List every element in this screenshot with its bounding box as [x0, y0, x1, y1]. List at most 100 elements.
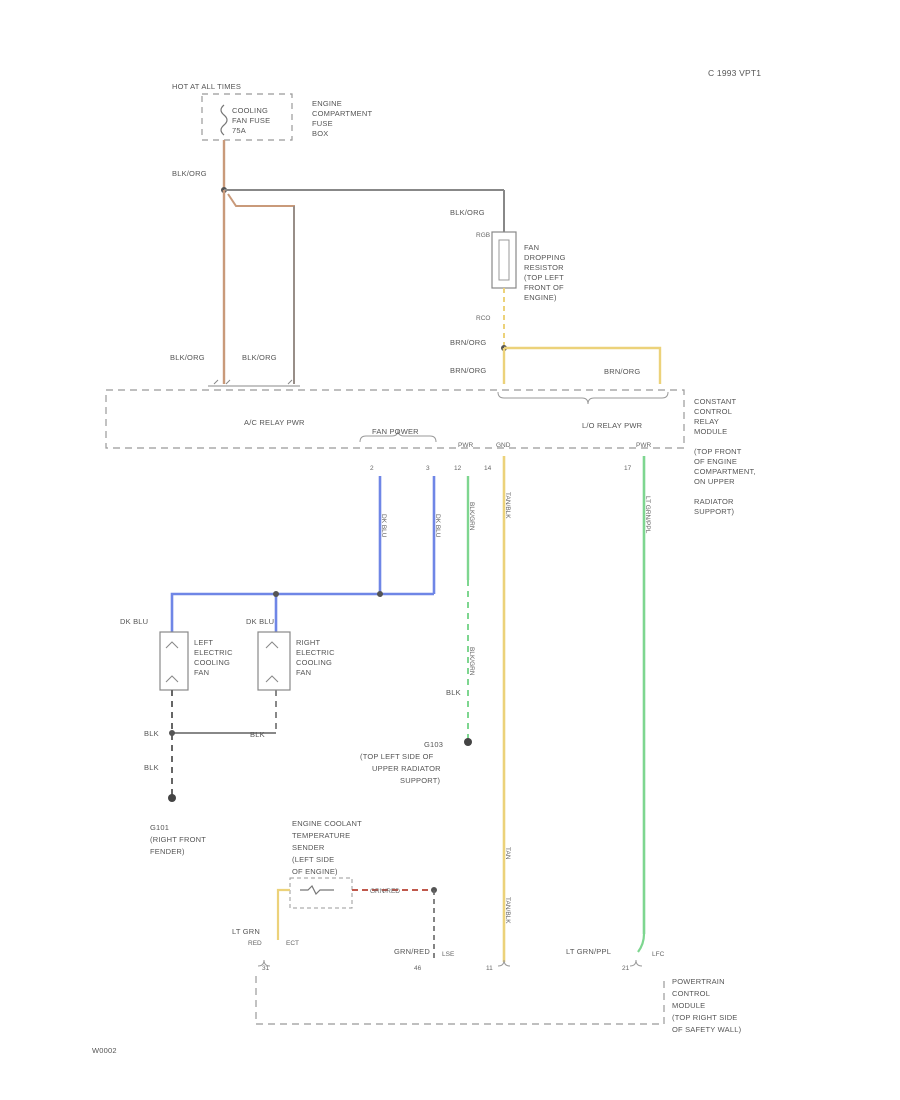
fan-power-label: FAN POWER — [372, 427, 419, 436]
wire-label-blu: DK BLU — [434, 514, 441, 538]
corner-code: W0002 — [92, 1046, 117, 1055]
pcm-label-line: MODULE — [672, 1001, 705, 1010]
sensor-label-line: SENDER — [292, 843, 325, 852]
wire-label-blk-org: BLK/ORG — [170, 353, 205, 362]
pcm-label-line: (TOP RIGHT SIDE — [672, 1013, 738, 1022]
resistor-label-line: DROPPING — [524, 253, 566, 262]
fan-ground-wires: BLK BLK BLK G101 (RIGHT FRONT FENDER) — [144, 690, 277, 856]
g101-label-line: (RIGHT FRONT — [150, 835, 206, 844]
pcm-wire-label: GRN/RED — [394, 947, 430, 956]
wire-label-red: RED — [248, 940, 262, 947]
powertrain-control-module: GRN/RED LT GRN/PPL ECT LSE LFC 31 46 11 … — [255, 940, 742, 1034]
wire-label-blk-org: BLK/ORG — [172, 169, 207, 178]
left-fan-terminal — [165, 641, 179, 683]
splice-dot — [377, 591, 383, 597]
splice-dot — [169, 730, 175, 736]
resistor-element — [498, 239, 510, 281]
fan-dropping-resistor: BLK/ORG RGB FAN DROPPING RESISTOR (TOP L… — [450, 208, 662, 384]
left-fan-outline — [159, 631, 189, 691]
module-label-line: RELAY — [694, 417, 719, 426]
module-small-label: GND — [496, 442, 511, 449]
module-label-line: OF ENGINE — [694, 457, 737, 466]
right-fan-terminal — [265, 641, 279, 683]
pcm-connector — [257, 959, 271, 967]
sensor-outline — [289, 877, 353, 909]
hot-at-all-times-label: HOT AT ALL TIMES — [172, 82, 241, 91]
pcm-small-label: ECT — [286, 940, 299, 947]
engine-box-label-line: COMPARTMENT — [312, 109, 372, 118]
pcm-pin: 21 — [622, 965, 630, 972]
connector-bracket — [208, 379, 300, 387]
g103-label-line: G103 — [424, 740, 443, 749]
wire-label-tan-blk-lower: TAN/BLK — [504, 897, 511, 924]
resistor-label-line: RESISTOR — [524, 263, 564, 272]
module-outline — [105, 389, 685, 449]
engine-box-label-line: FUSE — [312, 119, 333, 128]
wire-label-blk-org: BLK/ORG — [450, 208, 485, 217]
lo-relay-label: L/O RELAY PWR — [582, 421, 643, 430]
module-small-label: PWR — [636, 442, 651, 449]
wire-label-tan: TAN — [504, 847, 511, 860]
cooling-fan-fuse-symbol — [220, 104, 228, 136]
fuse-label-line: COOLING — [232, 106, 268, 115]
g103-label-line: (TOP LEFT SIDE OF — [360, 752, 434, 761]
g103-label-line: SUPPORT) — [400, 776, 441, 785]
engine-coolant-temperature-sender: ENGINE COOLANT TEMPERATURE SENDER (LEFT … — [232, 819, 437, 962]
wire-label-blu: DK BLU — [380, 514, 387, 538]
left-fan-label-line: COOLING — [194, 658, 230, 667]
fuse-box-outline — [201, 93, 293, 141]
engine-box-label-line: ENGINE — [312, 99, 342, 108]
wire-yellow-sensor — [276, 888, 290, 940]
left-fan-label-line: FAN — [194, 668, 209, 677]
module-small-label: PWR — [458, 442, 473, 449]
ac-relay-label: A/C RELAY PWR — [244, 418, 305, 427]
wire-label-lt-grn-ppl: LT GRN/PPL — [644, 496, 651, 534]
module-pin: 17 — [624, 465, 632, 472]
right-fan-outline — [257, 631, 291, 691]
fuse-label-line: FAN FUSE — [232, 116, 270, 125]
right-fan-label-line: COOLING — [296, 658, 332, 667]
wire-label-grn-red: GRN/RED — [370, 888, 400, 895]
resistor-label-line: FAN — [524, 243, 539, 252]
sensor-label-line: OF ENGINE) — [292, 867, 338, 876]
g101-label-line: G101 — [150, 823, 169, 832]
module-pin: 14 — [484, 465, 492, 472]
g103-label-line: UPPER RADIATOR — [372, 764, 441, 773]
resistor-pin-label: RGB — [476, 232, 490, 239]
module-label-line: MODULE — [694, 427, 727, 436]
engine-box-label-line: BOX — [312, 129, 328, 138]
ground-g103 — [464, 738, 472, 746]
module-label-line: COMPARTMENT, — [694, 467, 756, 476]
sensor-label-line: (LEFT SIDE — [292, 855, 334, 864]
feed-wires: BLK/ORG BLK/ORG BLK/ORG — [170, 140, 505, 384]
right-cooling-fan: DK BLU RIGHT ELECTRIC COOLING FAN — [246, 617, 335, 691]
wire-yellow-branch — [504, 346, 662, 384]
splice-dot — [273, 591, 279, 597]
fuse-label-line: 75A — [232, 126, 246, 135]
constant-control-relay-module: A/C RELAY PWR L/O RELAY PWR FAN POWER PW… — [105, 379, 756, 516]
wire-label-brn-org: BRN/ORG — [450, 366, 486, 375]
right-fan-label-line: FAN — [296, 668, 311, 677]
right-fan-label-line: RIGHT — [296, 638, 321, 647]
resistor-pin-label: RCO — [476, 315, 490, 322]
output-wires: DK BLU DK BLU BLK/GRN BLK/GRN BLK G103 (… — [170, 456, 651, 962]
module-label-line: SUPPORT) — [694, 507, 735, 516]
wire-label-tan-blk: TAN/BLK — [504, 492, 511, 519]
connector-bracket — [497, 391, 669, 405]
pcm-pin: 46 — [414, 965, 422, 972]
wire-label-blk-org: BLK/ORG — [242, 353, 277, 362]
wire-label-blk: BLK — [144, 729, 159, 738]
module-pin: 3 — [426, 465, 430, 472]
wire-label-blk-grn-lower: BLK/GRN — [468, 647, 475, 676]
wire-green-end — [637, 933, 646, 953]
pcm-label-line: OF SAFETY WALL) — [672, 1025, 742, 1034]
resistor-label-line: ENGINE) — [524, 293, 557, 302]
ground-g101 — [168, 794, 176, 802]
left-fan-label-line: LEFT — [194, 638, 213, 647]
wire-label-brn-org: BRN/ORG — [450, 338, 486, 347]
pcm-connector — [497, 959, 511, 967]
pcm-connector — [629, 959, 643, 967]
wire-label-lt-grn: LT GRN — [232, 927, 260, 936]
pcm-wire-label: LT GRN/PPL — [566, 947, 611, 956]
